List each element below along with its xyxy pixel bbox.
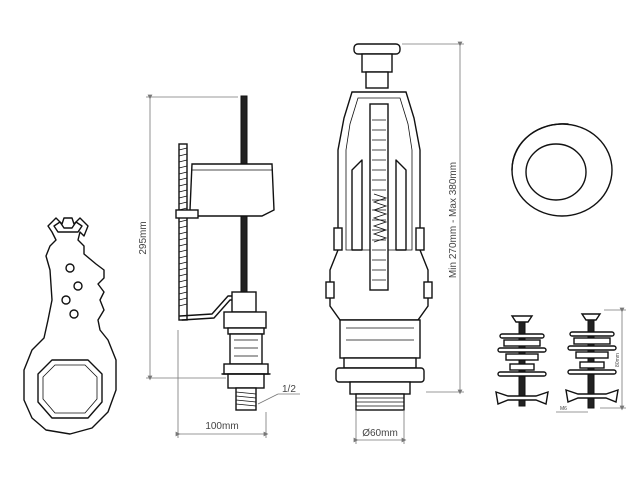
flush-diameter-label: Ø60mm xyxy=(362,428,398,439)
flush-valve xyxy=(325,43,433,411)
fixing-bolt-right xyxy=(565,313,619,409)
width-label: 100mm xyxy=(205,421,238,432)
fill-valve xyxy=(175,95,275,411)
flush-valve-dimensions: Min 270mm - Max 380mm Ø60mm xyxy=(353,41,464,444)
bolt-length-label: 80mm xyxy=(615,353,621,367)
seal-ring xyxy=(511,123,613,217)
fill-valve-dimensions: 295mm 100mm 1/2 xyxy=(138,94,300,438)
thread-label: 1/2 xyxy=(282,384,296,395)
spanner-wrench xyxy=(23,217,117,435)
fixing-bolt-left xyxy=(495,315,549,407)
bolt-thread-label: M6 xyxy=(560,406,567,412)
flush-height-label: Min 270mm - Max 380mm xyxy=(448,162,459,278)
height-label: 295mm xyxy=(138,221,149,254)
bolt-dimensions: 80mm M6 xyxy=(556,307,626,413)
